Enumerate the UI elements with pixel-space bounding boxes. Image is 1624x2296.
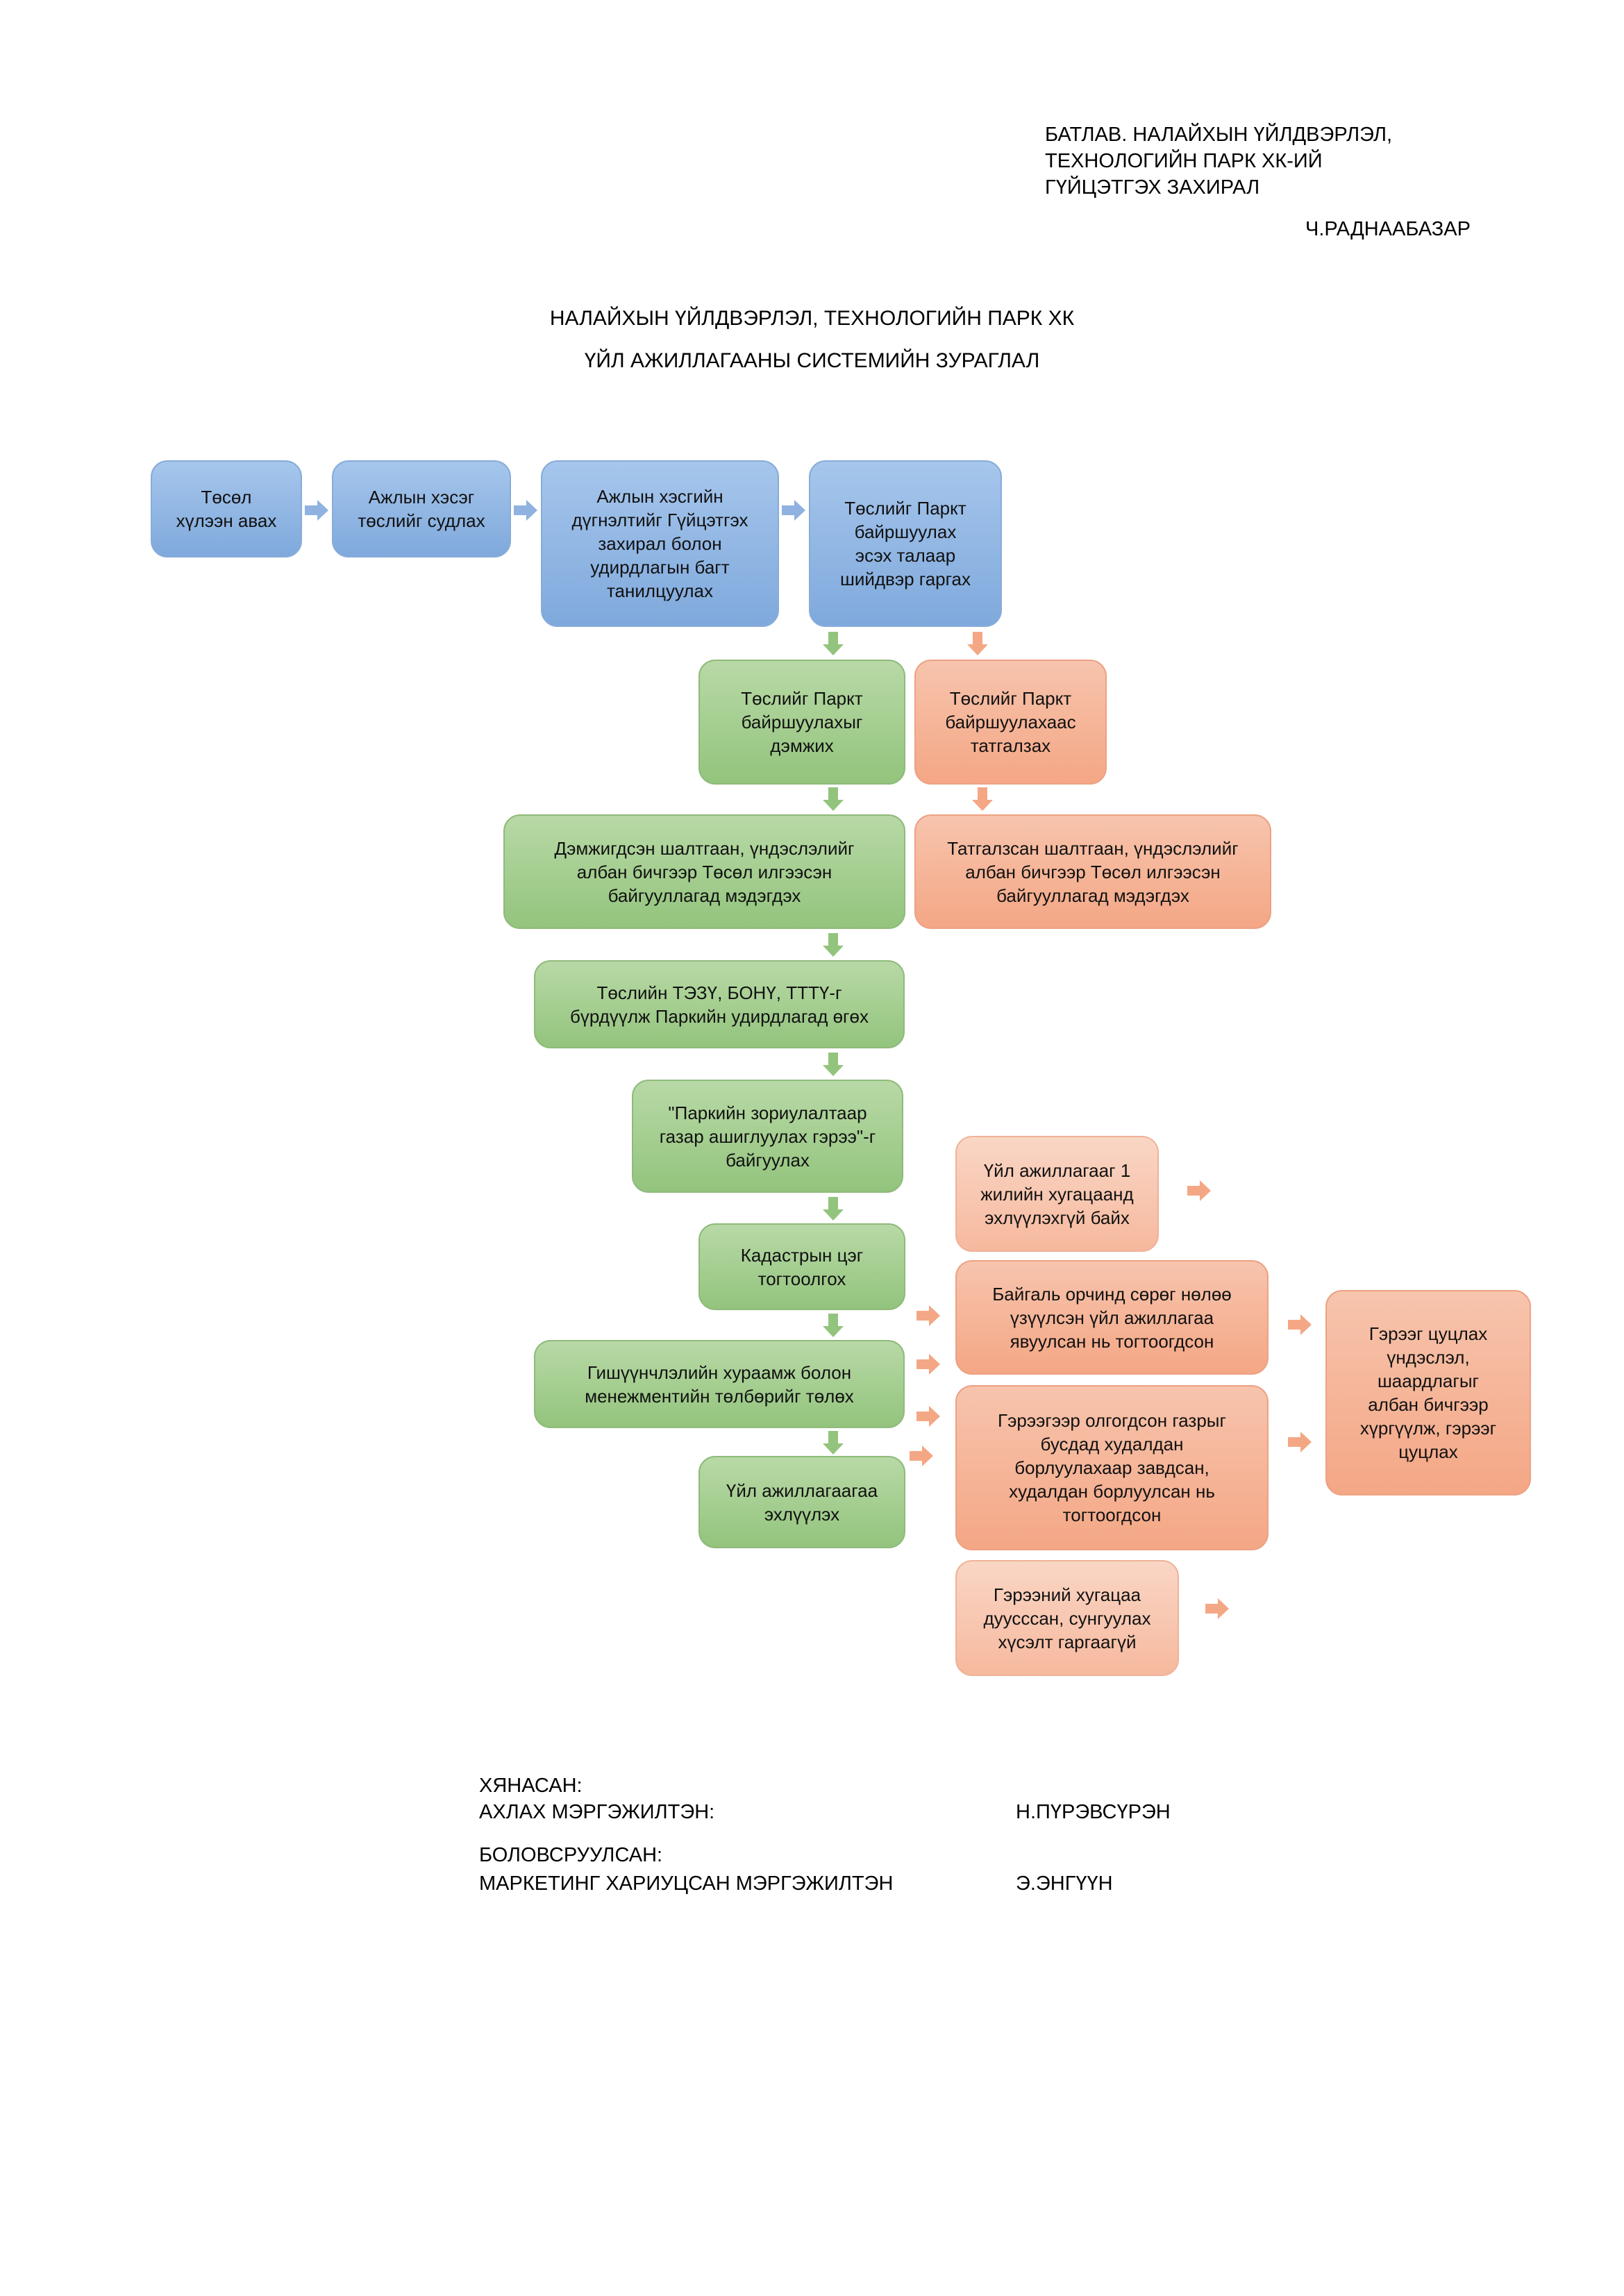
box-cadastral-point: Кадастрын цэг тогтоолгох	[698, 1223, 905, 1310]
box-start-operation: Үйл ажиллагаагаа эхлүүлэх	[698, 1456, 905, 1548]
arrow-down-g5	[823, 1197, 844, 1221]
box-study-project: Ажлын хэсэг төслийг судлах	[332, 460, 511, 558]
box-support-project: Төслийг Паркт байршуулахыг дэмжих	[698, 660, 905, 785]
arrow-right-3	[782, 500, 805, 521]
box-feasibility-docs: Төслийн ТЭЗҮ, БОНҮ, ТТТҮ-г бүрдүүлж Парк…	[534, 960, 905, 1048]
arrow-down-g7	[823, 1431, 844, 1455]
arrow-right-1	[305, 500, 328, 521]
approval-line-1: БАТЛАВ. НАЛАЙХЫН ҮЙЛДВЭРЛЭЛ,	[1045, 124, 1393, 146]
arrow-right-g7-o5	[910, 1446, 933, 1466]
arrow-right-o4-o7	[1288, 1314, 1312, 1335]
box-contract-expired: Гэрээний хугацаа дуусссан, сунгуулах хүс…	[955, 1560, 1179, 1676]
arrow-right-o6	[1205, 1598, 1229, 1619]
arrow-down-g3	[823, 933, 844, 957]
box-notify-supported: Дэмжигдсэн шалтгаан, үндэслэлийг албан б…	[503, 814, 905, 929]
approval-line-3: ГҮЙЦЭТГЭХ ЗАХИРАЛ	[1045, 176, 1260, 199]
arrow-right-2	[514, 500, 537, 521]
box-decision: Төслийг Паркт байршуулах эсэх талаар ший…	[809, 460, 1002, 627]
box-reject-project: Төслийг Паркт байршуулахаас татгалзах	[914, 660, 1107, 785]
reviewer-name: Н.ПҮРЭВСҮРЭН	[1016, 1801, 1171, 1823]
arrow-right-g6-o5	[916, 1406, 940, 1427]
box-environment-impact: Байгаль орчинд сөрөг нөлөө үзүүлсэн үйл …	[955, 1260, 1269, 1375]
box-pay-fees: Гишүүнчлэлийн хураамж болон менежментийн…	[534, 1340, 905, 1428]
arrow-down-g4	[823, 1053, 844, 1076]
arrow-down-o2	[972, 787, 993, 811]
box-land-resale: Гэрээгээр олгогдсон газрыг бусдад худалд…	[955, 1385, 1269, 1550]
approval-line-2: ТЕХНОЛОГИЙН ПАРК ХК-ИЙ	[1045, 150, 1323, 172]
arrow-right-g5-o4	[916, 1305, 940, 1326]
preparer-name: Э.ЭНГҮҮН	[1016, 1872, 1113, 1895]
box-not-started-1-year: Үйл ажиллагааг 1 жилийн хугацаанд эхлүүл…	[955, 1136, 1159, 1252]
arrow-right-g6-o4	[916, 1354, 940, 1375]
page-subtitle: ҮЙЛ АЖИЛЛАГААНЫ СИСТЕМИЙН ЗУРАГЛАЛ	[584, 349, 1040, 372]
preparer-title: МАРКЕТИНГ ХАРИУЦСАН МЭРГЭЖИЛТЭН	[479, 1872, 894, 1895]
box-receive-project: Төсөл хүлээн авах	[151, 460, 302, 558]
reviewer-title: АХЛАХ МЭРГЭЖИЛТЭН:	[479, 1801, 715, 1823]
box-present-conclusion: Ажлын хэсгийн дүгнэлтийг Гүйцэтгэх захир…	[541, 460, 779, 627]
approval-block: БАТЛАВ. НАЛАЙХЫН ҮЙЛДВЭРЛЭЛ, ТЕХНОЛОГИЙН…	[1045, 122, 1392, 201]
arrow-right-o5-o7	[1288, 1432, 1312, 1452]
arrow-right-o3	[1187, 1180, 1211, 1201]
arrow-down-g1	[823, 632, 844, 655]
approval-name: Ч.РАДНААБАЗАР	[1305, 218, 1471, 240]
box-notify-rejected: Татгалзсан шалтгаан, үндэслэлийг албан б…	[914, 814, 1271, 929]
box-terminate-contract: Гэрээг цуцлах үндэслэл, шаардлагыг албан…	[1325, 1290, 1531, 1495]
prepared-label: БОЛОВСРУУЛСАН:	[479, 1844, 663, 1866]
arrow-down-g2	[823, 787, 844, 811]
arrow-down-o1	[967, 632, 988, 655]
arrow-down-g6	[823, 1314, 844, 1337]
reviewed-label: ХЯНАСАН:	[479, 1775, 583, 1797]
page-title: НАЛАЙХЫН ҮЙЛДВЭРЛЭЛ, ТЕХНОЛОГИЙН ПАРК ХК	[549, 307, 1075, 330]
box-land-contract: "Паркийн зориулалтаар газар ашиглуулах г…	[632, 1080, 903, 1193]
